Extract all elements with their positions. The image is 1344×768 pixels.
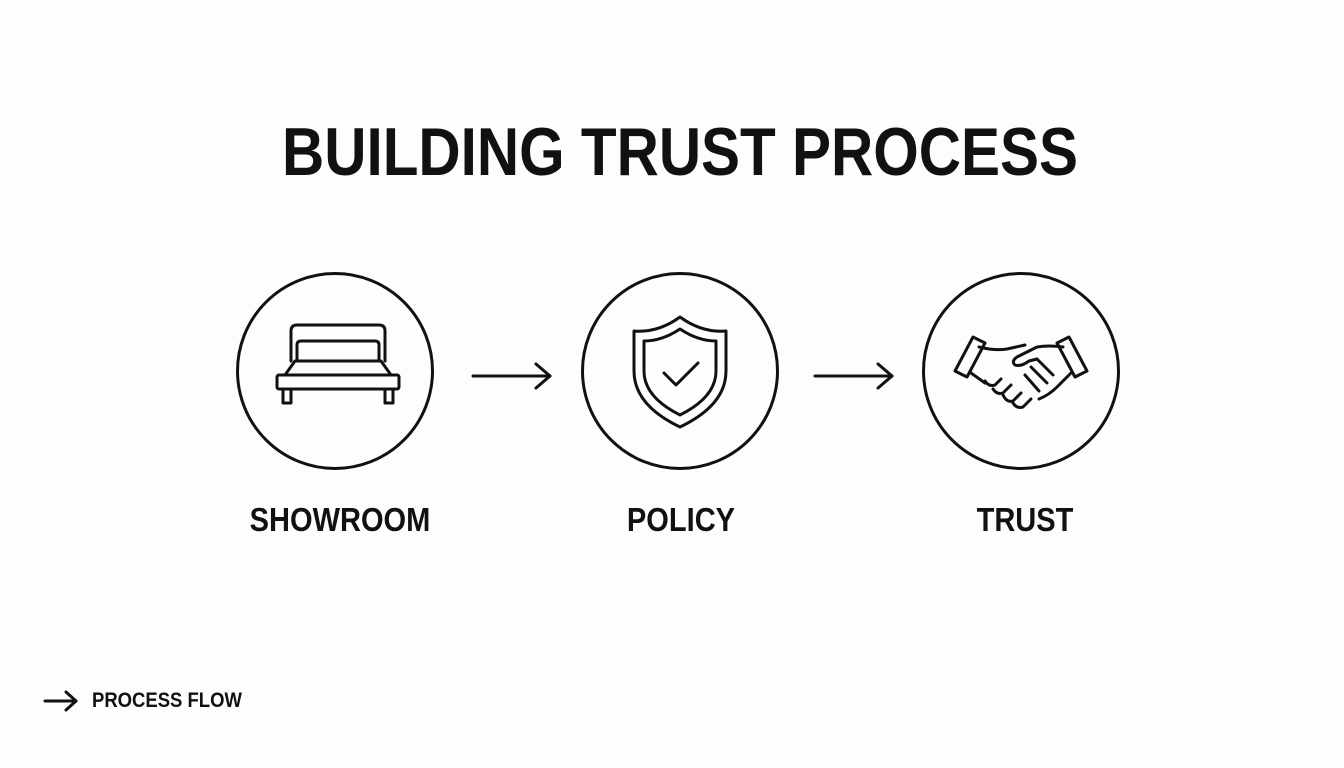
legend-label: PROCESS FLOW — [92, 689, 242, 712]
step-label-showroom: SHOWROOM — [249, 501, 431, 538]
step-trust-circle — [922, 272, 1120, 470]
step-policy-circle — [581, 272, 779, 470]
step-showroom-circle — [236, 272, 434, 470]
shield-check-icon — [632, 315, 728, 429]
step-label-trust: TRUST — [976, 501, 1074, 538]
legend: PROCESS FLOW — [42, 686, 262, 716]
handshake-icon — [953, 335, 1089, 409]
step-label-policy: POLICY — [626, 501, 736, 538]
arrow-right-icon — [43, 690, 78, 712]
arrow-right-icon — [813, 362, 894, 390]
bed-icon — [275, 323, 401, 405]
arrow-right-icon — [471, 362, 552, 390]
page-title: BUILDING TRUST PROCESS — [281, 114, 1079, 190]
